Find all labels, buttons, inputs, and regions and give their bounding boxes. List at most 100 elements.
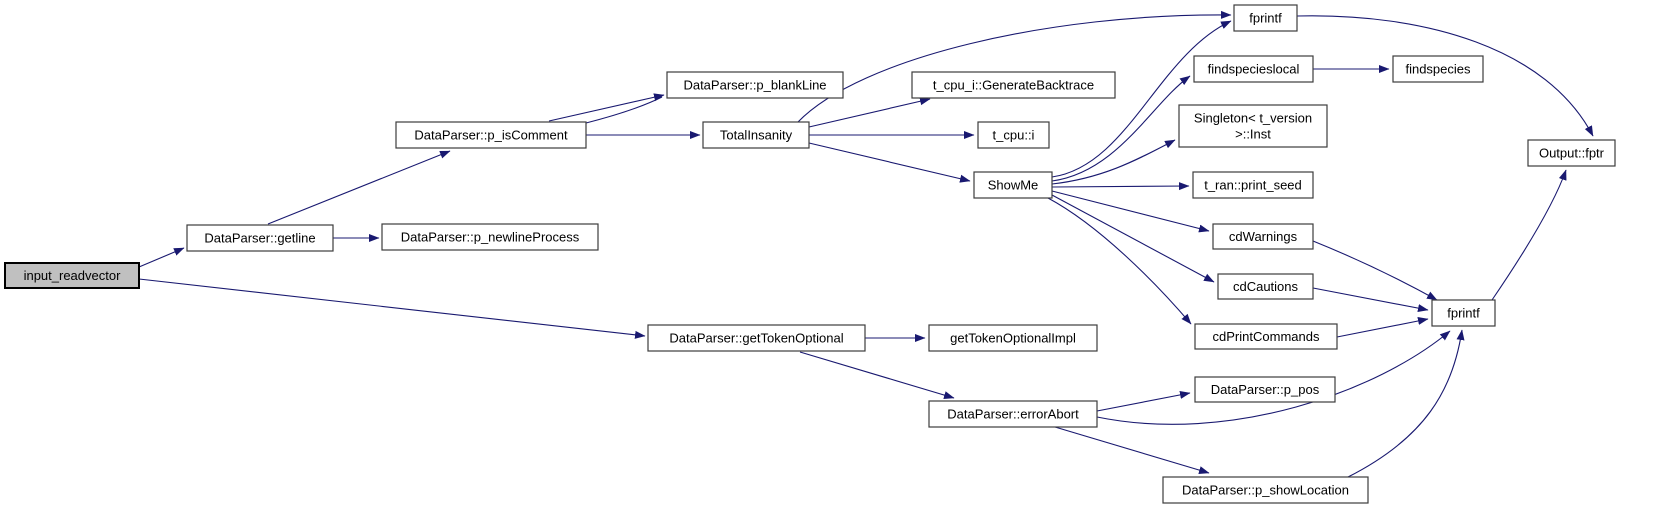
edge-fprintf_bottom-to-output_fptr [1491,169,1567,301]
edge-getTokenOptional-to-errorAbort [799,351,955,399]
node-label-findspecies: findspecies [1405,62,1471,77]
node-p_blankLine[interactable]: DataParser::p_blankLine [666,71,844,99]
node-label-cdWarnings: cdWarnings [1229,229,1298,244]
node-label-GenerateBacktrace: t_cpu_i::GenerateBacktrace [933,78,1094,93]
edge-layer [138,10,1594,478]
node-box-p_isComment[interactable] [395,121,587,149]
node-label-print_seed: t_ran::print_seed [1204,178,1302,193]
node-label-p_pos: DataParser::p_pos [1211,382,1320,397]
node-box-errorAbort[interactable] [928,400,1098,428]
node-box-getTokenOptional[interactable] [647,324,866,352]
edge-p_isComment-to-p_blankLine [585,96,663,124]
node-box-output_fptr[interactable] [1527,139,1616,167]
node-label-fprintf_bottom: fprintf [1447,306,1480,321]
edge-fprintf_top-to-output_fptr [1296,15,1594,137]
node-ShowMe[interactable]: ShowMe [973,171,1053,199]
node-box-findspecieslocal[interactable] [1193,55,1314,83]
node-p_isComment[interactable]: DataParser::p_isComment [395,121,587,149]
node-fprintf_top[interactable]: fprintf [1233,4,1298,32]
node-cdCautions[interactable]: cdCautions [1217,273,1314,300]
node-TotalInsanity[interactable]: TotalInsanity [702,121,810,149]
node-box-input_readvector [4,262,140,289]
node-label-t_cpu_i: t_cpu::i [993,128,1035,143]
node-label-getline: DataParser::getline [204,231,315,246]
node-box-cdCautions[interactable] [1217,273,1314,300]
edge-TotalInsanity-to-GenerateBacktrace [808,97,931,128]
node-label-p_isComment: DataParser::p_isComment [414,128,568,143]
node-findspecies[interactable]: findspecies [1392,55,1484,83]
edge-ShowMe-to-fprintf_top [1051,20,1232,178]
node-box-singleton_inst[interactable] [1178,104,1328,148]
node-output_fptr[interactable]: Output::fptr [1527,139,1616,167]
edge-cdCautions-to-fprintf_bottom [1312,287,1429,312]
node-box-fprintf_bottom[interactable] [1431,299,1496,327]
node-box-t_cpu_i[interactable] [977,121,1050,149]
node-box-print_seed[interactable] [1192,171,1314,199]
node-input_readvector: input_readvector [4,262,140,289]
node-label-fprintf_top: fprintf [1249,11,1282,26]
node-box-cdPrintCommands[interactable] [1194,323,1338,350]
node-box-ShowMe[interactable] [973,171,1053,199]
node-GenerateBacktrace[interactable]: t_cpu_i::GenerateBacktrace [911,71,1116,99]
node-box-TotalInsanity[interactable] [702,121,810,149]
node-box-p_showLocation[interactable] [1162,476,1369,504]
node-label-input_readvector: input_readvector [24,268,122,283]
node-label-findspecieslocal: findspecieslocal [1208,62,1300,77]
edge-cdPrintCommands-to-fprintf_bottom [1336,317,1429,338]
node-label-cdCautions: cdCautions [1233,279,1299,294]
node-label-getTokenOptionalImpl: getTokenOptionalImpl [950,331,1076,346]
edge-TotalInsanity-to-ShowMe [808,142,971,183]
node-p_pos[interactable]: DataParser::p_pos [1194,376,1336,403]
edge-input_readvector-to-getTokenOptional [138,278,646,339]
node-box-fprintf_top[interactable] [1233,4,1298,32]
node-fprintf_bottom[interactable]: fprintf [1431,299,1496,327]
node-cdWarnings[interactable]: cdWarnings [1212,223,1314,250]
node-label-getTokenOptional: DataParser::getTokenOptional [669,331,843,346]
edge-errorAbort-to-p_pos [1096,390,1191,412]
node-box-getline[interactable] [186,224,334,252]
node-label-p_showLocation: DataParser::p_showLocation [1182,483,1349,498]
edge-getline-to-p_isComment [267,150,451,225]
node-box-cdWarnings[interactable] [1212,223,1314,250]
node-label-cdPrintCommands: cdPrintCommands [1213,329,1320,344]
node-label-p_blankLine: DataParser::p_blankLine [683,78,826,93]
edge-ShowMe-to-singleton_inst [1051,139,1176,185]
node-label-ShowMe: ShowMe [988,178,1039,193]
node-p_showLocation[interactable]: DataParser::p_showLocation [1162,476,1369,504]
node-box-p_blankLine[interactable] [666,71,844,99]
node-box-GenerateBacktrace[interactable] [911,71,1116,99]
node-box-findspecies[interactable] [1392,55,1484,83]
node-label-errorAbort: DataParser::errorAbort [947,407,1079,422]
node-box-p_pos[interactable] [1194,376,1336,403]
edge-p_isComment-to-p_blankLine [548,93,665,122]
edge-ShowMe-to-cdWarnings [1051,190,1210,233]
node-box-p_newlineProcess[interactable] [381,223,599,251]
node-findspecieslocal[interactable]: findspecieslocal [1193,55,1314,83]
edge-errorAbort-to-p_showLocation [1054,426,1210,474]
node-label-output_fptr: Output::fptr [1539,146,1605,161]
node-label-singleton_inst-line2: >::Inst [1235,127,1271,142]
node-cdPrintCommands[interactable]: cdPrintCommands [1194,323,1338,350]
node-t_cpu_i[interactable]: t_cpu::i [977,121,1050,149]
edge-p_showLocation-to-fprintf_bottom [1347,329,1465,478]
node-getTokenOptionalImpl[interactable]: getTokenOptionalImpl [928,324,1098,352]
node-p_newlineProcess[interactable]: DataParser::p_newlineProcess [381,223,599,251]
edge-ShowMe-to-print_seed [1051,182,1190,191]
edge-errorAbort-to-fprintf_bottom [1096,330,1451,425]
edge-TotalInsanity-to-fprintf_top [797,10,1232,123]
edge-ShowMe-to-findspecieslocal [1051,75,1191,182]
node-label-TotalInsanity: TotalInsanity [720,128,793,143]
node-getTokenOptional[interactable]: DataParser::getTokenOptional [647,324,866,352]
node-print_seed[interactable]: t_ran::print_seed [1192,171,1314,199]
edge-ShowMe-to-cdPrintCommands [1047,197,1192,325]
node-getline[interactable]: DataParser::getline [186,224,334,252]
edge-input_readvector-to-getline [138,247,185,268]
node-singleton_inst[interactable]: Singleton< t_version>::Inst [1178,104,1328,148]
edge-cdWarnings-to-fprintf_bottom [1312,240,1438,301]
node-label-p_newlineProcess: DataParser::p_newlineProcess [401,230,580,245]
node-box-getTokenOptionalImpl[interactable] [928,324,1098,352]
node-errorAbort[interactable]: DataParser::errorAbort [928,400,1098,428]
